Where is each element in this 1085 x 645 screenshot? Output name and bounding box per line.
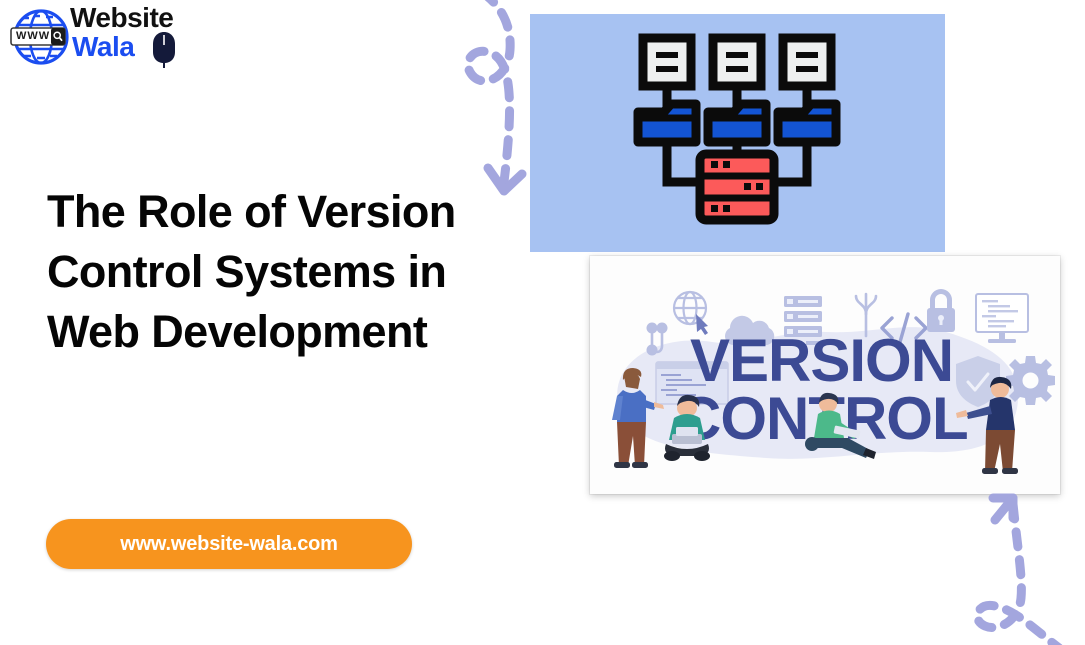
git-merge-icon (854, 292, 878, 338)
page-title: The Role of Version Control Systems in W… (47, 186, 456, 357)
network-diagram-image (530, 14, 945, 252)
dashed-curved-arrow-down (400, 0, 560, 226)
document-icon (708, 33, 766, 91)
globe-icon: WWW (10, 6, 72, 68)
website-url-label: www.website-wala.com (120, 533, 338, 555)
version-control-banner-image: VERSION CONTROL (590, 256, 1060, 494)
folder-icon (773, 99, 841, 147)
monitor-code-icon (975, 293, 1029, 343)
brand-logo[interactable]: WWW Website Wala (8, 1, 190, 74)
globe-cursor-icon (672, 290, 708, 326)
brand-line-wala: Wala (70, 30, 136, 63)
banner-title-line1: VERSION (690, 327, 953, 394)
brand-line-website: Website (68, 1, 175, 34)
document-icon (778, 33, 836, 91)
brand-wordmark: Website Wala (68, 1, 190, 74)
dashed-curved-arrow-up (955, 486, 1085, 645)
person-right-pointing (956, 376, 1018, 474)
server-icon (695, 149, 779, 225)
code-tag-icon (880, 312, 928, 344)
person-standing-pointing (612, 368, 664, 468)
document-icon (638, 33, 696, 91)
search-bar-text: WWW (16, 30, 51, 42)
shield-check-icon (956, 356, 1000, 407)
lock-icon (927, 289, 955, 332)
website-url-button[interactable]: www.website-wala.com (46, 519, 412, 569)
cursor-icon (696, 314, 708, 335)
folder-icon (633, 99, 701, 147)
search-bar-overlay (10, 27, 66, 46)
server-rack-icon (784, 296, 822, 345)
background-blob (617, 327, 1019, 459)
person-ground-laptop (805, 392, 876, 459)
gear-icon (1006, 356, 1055, 405)
folder-icon (703, 99, 771, 147)
person-sitting-laptop (664, 394, 710, 461)
mouse-icon (150, 28, 178, 68)
branch-node-icon (646, 322, 668, 356)
cloud-icon (725, 315, 775, 345)
